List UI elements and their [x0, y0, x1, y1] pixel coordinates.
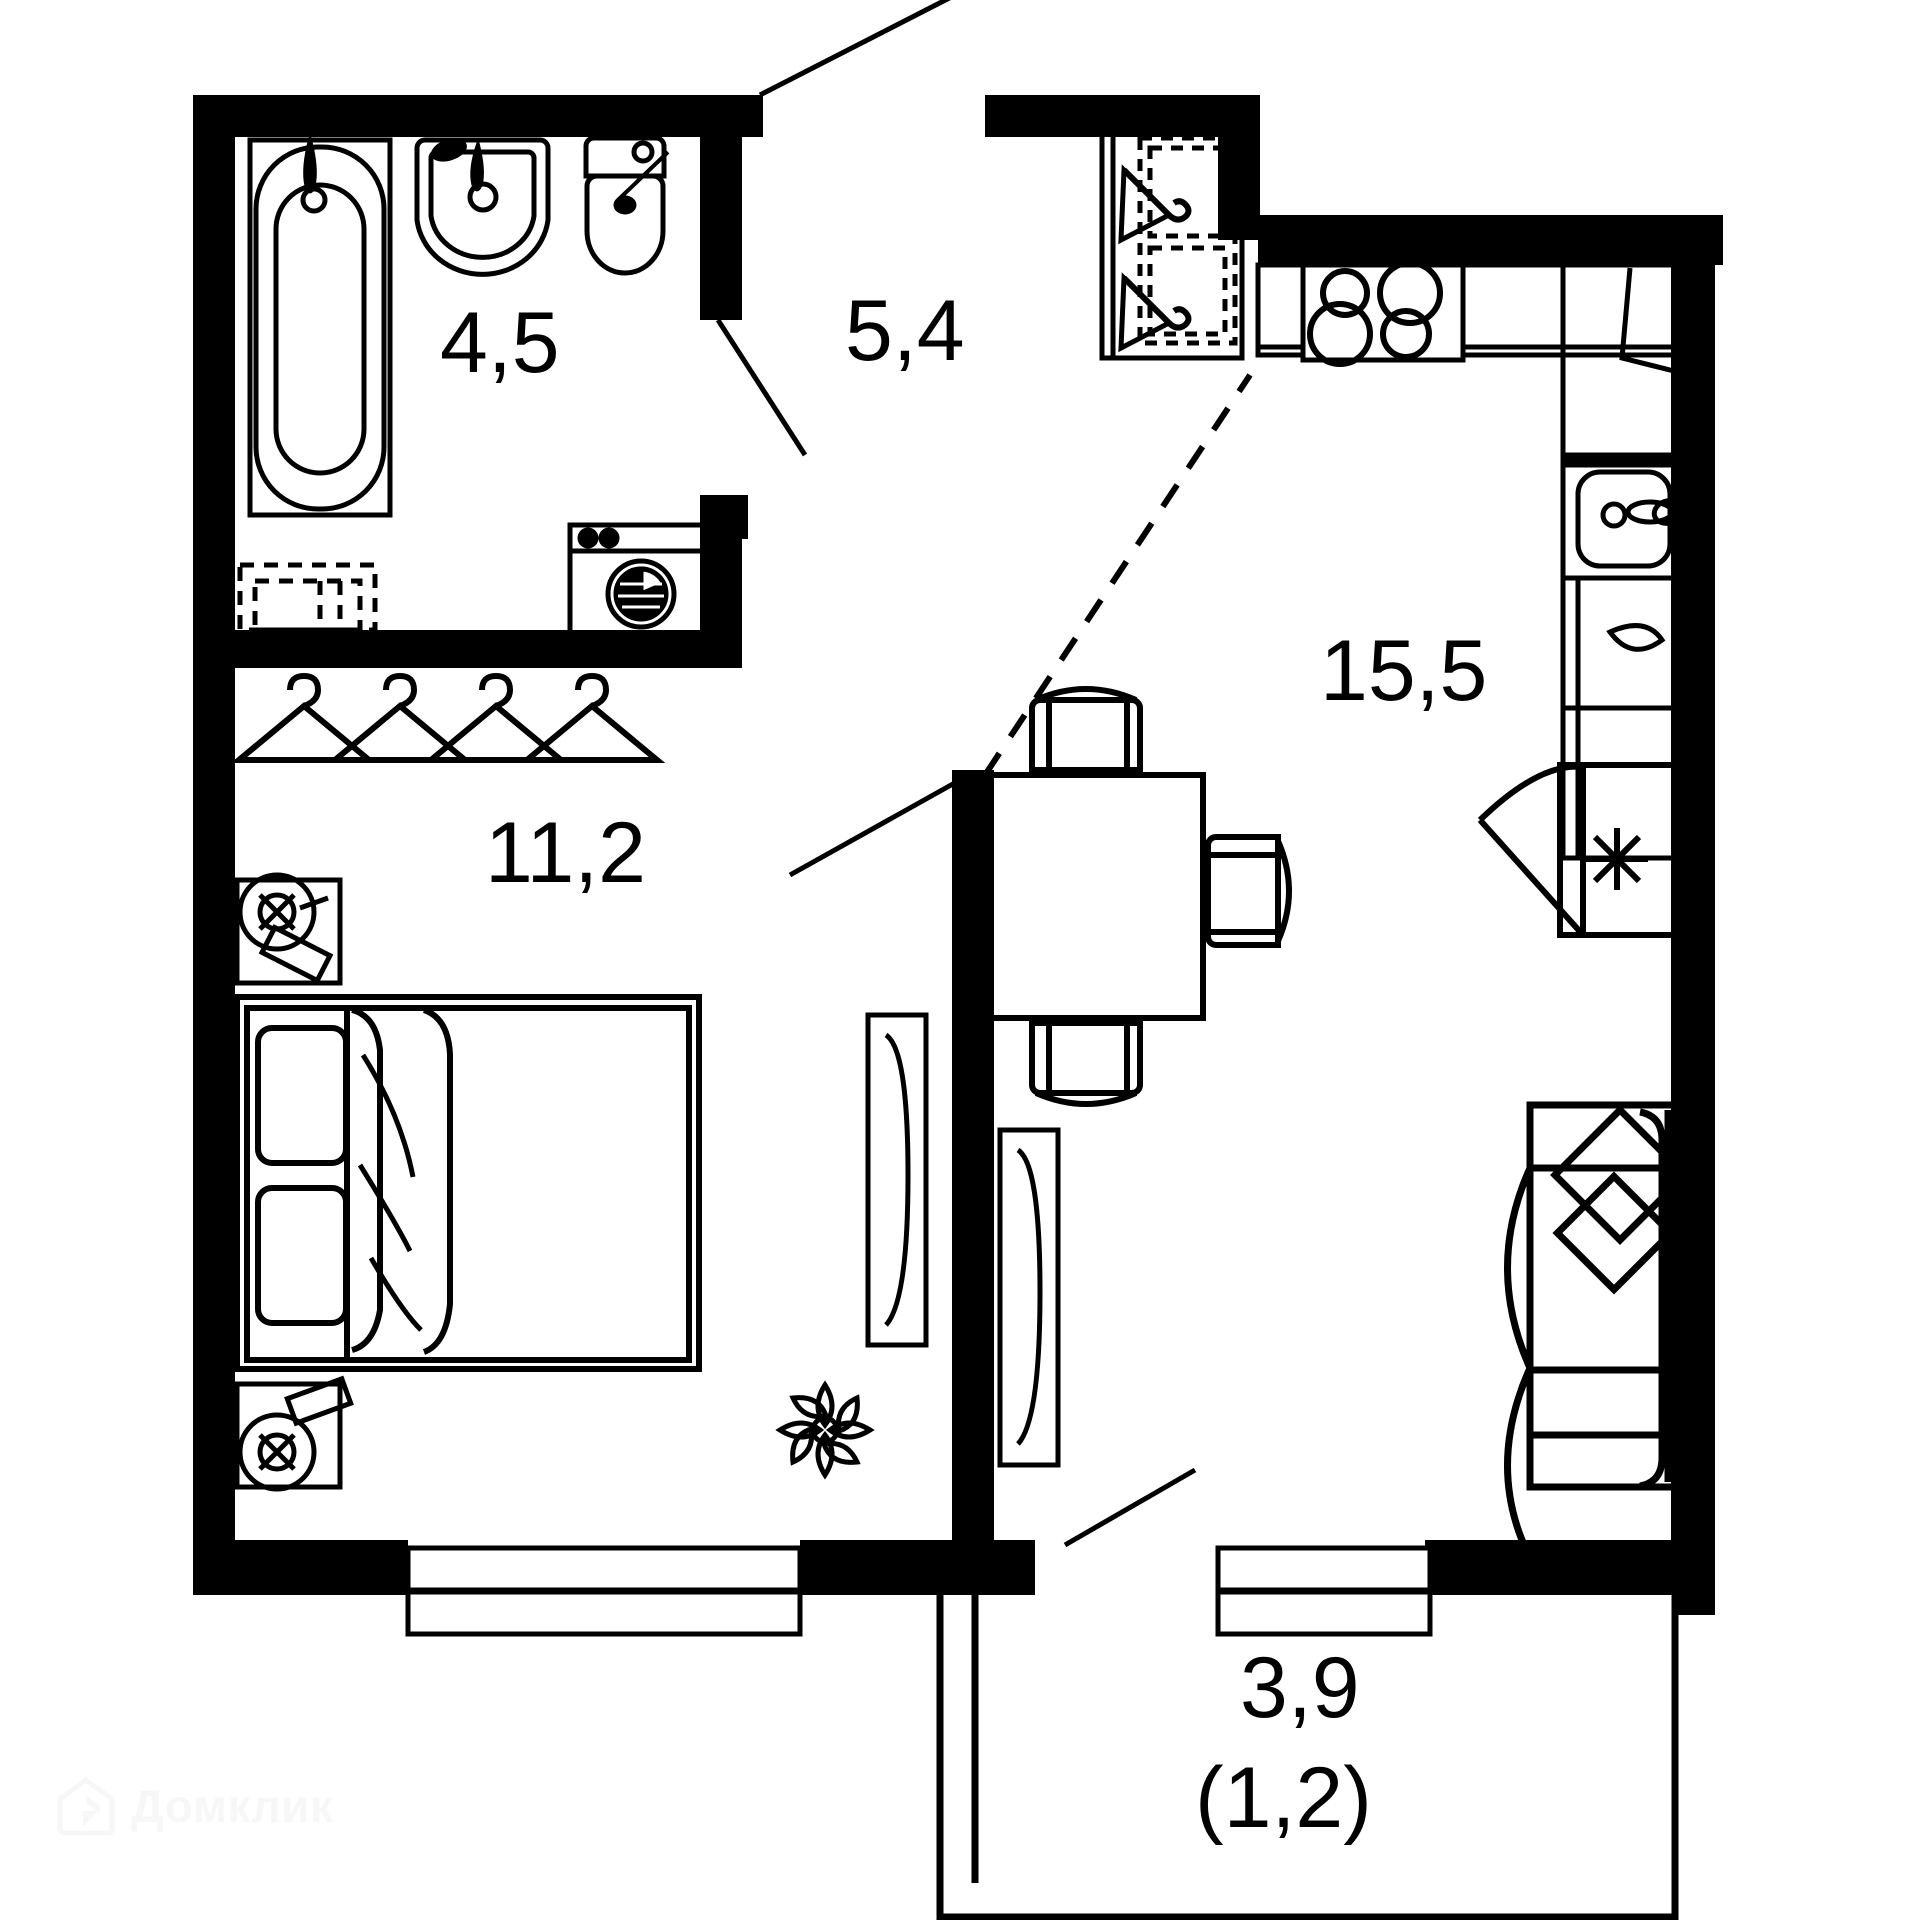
chair-icon [1205, 834, 1292, 948]
wardrobe-dashed-icon [237, 562, 378, 633]
counter-icon [1560, 575, 1678, 861]
dashed-opening-icon [982, 373, 1253, 777]
door-swing-icon [758, 0, 951, 98]
dining-table-icon [987, 772, 1206, 1021]
clothes-hanger-icon [230, 672, 666, 763]
window-icon [1215, 1545, 1433, 1637]
area-label-hall: 5,4 [845, 283, 965, 379]
nightstand-lamp-icon [234, 1375, 354, 1492]
chair-icon [1029, 1020, 1143, 1107]
area-label-kitchen: 15,5 [1320, 623, 1488, 719]
balcony-outline [936, 1595, 1679, 1920]
chair-icon [1029, 686, 1143, 773]
stove-4-burner-icon [1307, 260, 1443, 367]
washing-machine-icon [567, 522, 708, 638]
watermark-text: Домклик [131, 1780, 334, 1832]
area-label-bedroom: 11,2 [485, 805, 646, 901]
counter-icon [1560, 262, 1679, 464]
toilet-icon [583, 135, 670, 276]
nightstand-lamp-icon [234, 872, 343, 986]
refrigerator-icon [1477, 762, 1678, 938]
closet-hangers-icon [1099, 130, 1245, 361]
bathtub-icon [247, 132, 393, 518]
area-label-balcony-coefficient: (1,2) [1195, 1750, 1372, 1846]
door-swing-icon [1063, 1467, 1197, 1548]
area-label-bathroom: 4,5 [440, 295, 560, 391]
bed-icon [234, 994, 702, 1372]
kitchen-sink-icon [1560, 352, 1685, 581]
window-icon [405, 1545, 803, 1637]
door-swing-icon [715, 318, 808, 457]
sofa-icon [1504, 1101, 1696, 1560]
door-swing-icon [788, 777, 962, 878]
cushion-icon [1552, 1171, 1676, 1295]
house-logo-icon [57, 1776, 115, 1836]
sliding-panel-icon [865, 1012, 1061, 1468]
plant-icon [775, 1380, 875, 1480]
area-label-balcony: 3,9 [1240, 1640, 1360, 1736]
watermark: Домклик [55, 1775, 333, 1837]
sink-icon [414, 137, 551, 277]
